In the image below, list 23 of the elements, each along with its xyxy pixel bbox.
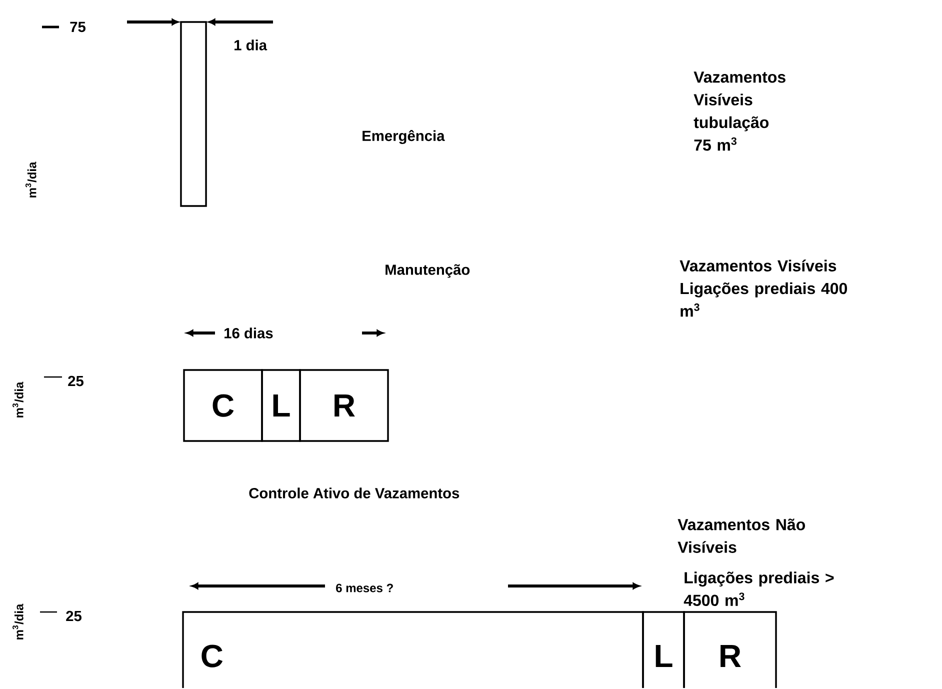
bar-segment: R (299, 369, 389, 442)
axis-label: m$^{3}$/dia (12, 382, 24, 418)
bar-segment: L (261, 369, 301, 442)
heading: Controle Ativo de Vazamentos (249, 488, 460, 498)
heading: Manutenção (386, 264, 470, 278)
axis-label: m$^{3}$/dia (12, 604, 24, 640)
heading: Emergência (362, 130, 445, 144)
tick-label: 75 (70, 22, 86, 32)
annotation-text: Vazamentos Visíveis Ligações prediais 400 m$^{3}$ (680, 260, 848, 317)
tick-label: 25 (68, 376, 84, 386)
dimension-label: 1 dia (234, 40, 268, 50)
bar (180, 21, 207, 207)
bar-segment: L (642, 611, 685, 688)
bar-segment: R (683, 611, 777, 688)
bar-segment: C (183, 369, 263, 442)
tick-label: 25 (66, 610, 82, 622)
annotation-text: Ligações prediais > 4500 m$^{3}$ (684, 572, 834, 606)
axis-label: m$^{3}$/dia (25, 162, 36, 198)
bar-segment: C (182, 611, 644, 688)
annotation-text: Vazamentos Visíveis tubulação 75 m$^{3}$ (694, 72, 786, 151)
annotation-text: Vazamentos Não Visíveis (678, 518, 805, 553)
dimension-label: 6 meses ? (336, 584, 393, 592)
dimension-label: 16 dias (224, 328, 273, 338)
